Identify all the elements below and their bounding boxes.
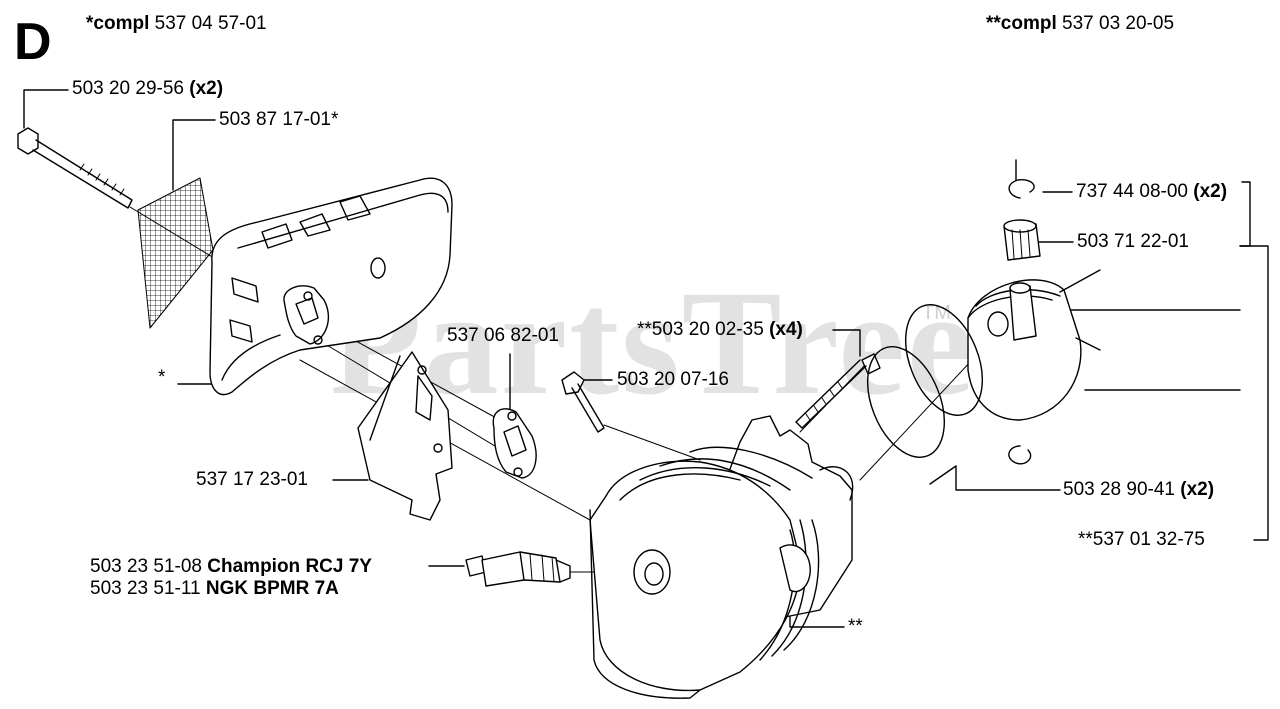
callout-spark-plug-ngk[interactable]: 503 23 51-11 NGK BPMR 7A bbox=[90, 578, 339, 600]
part-number: **537 01 32-75 bbox=[1078, 529, 1205, 550]
stud-illustration bbox=[796, 354, 880, 428]
callout-stud[interactable]: **503 20 02-35 (x4) bbox=[637, 319, 803, 341]
callout-screen[interactable]: 503 87 17-01* bbox=[219, 109, 338, 131]
part-brand: NGK BPMR 7A bbox=[205, 578, 339, 599]
muffler-illustration bbox=[210, 178, 452, 394]
cylinder-illustration bbox=[590, 416, 853, 698]
screen-mesh-illustration bbox=[138, 178, 213, 328]
callout-piston-kit[interactable]: **537 01 32-75 bbox=[1078, 529, 1205, 551]
part-number: 537 17 23-01 bbox=[196, 469, 308, 490]
circlip-illustration bbox=[1009, 180, 1034, 464]
part-number: 503 87 17-01* bbox=[219, 109, 339, 130]
piston-illustration bbox=[968, 270, 1100, 420]
callout-bolt[interactable]: 503 20 29-56 (x2) bbox=[72, 78, 223, 100]
gasket-illustration bbox=[493, 409, 536, 478]
kit-right-header: **compl 537 03 20-05 bbox=[986, 13, 1174, 35]
part-brand: Champion RCJ 7Y bbox=[207, 556, 372, 577]
part-quantity: (x2) bbox=[1180, 479, 1215, 500]
screw-illustration bbox=[562, 372, 604, 432]
callout-spark-plug-champion[interactable]: 503 23 51-08 Champion RCJ 7Y bbox=[90, 556, 372, 578]
callout-gasket[interactable]: 537 06 82-01 bbox=[447, 325, 559, 347]
part-number: 503 71 22-01 bbox=[1077, 231, 1189, 252]
part-quantity: (x2) bbox=[189, 78, 224, 99]
part-number: 503 23 51-11 bbox=[90, 578, 201, 599]
part-number: 537 06 82-01 bbox=[447, 325, 559, 346]
part-number: * bbox=[158, 367, 166, 388]
callout-bearing[interactable]: 503 71 22-01 bbox=[1077, 231, 1189, 253]
part-number: 737 44 08-00 bbox=[1076, 181, 1188, 202]
part-number: 503 23 51-08 bbox=[90, 556, 202, 577]
part-number: **503 20 02-35 bbox=[637, 319, 764, 340]
part-number: ** bbox=[848, 616, 863, 637]
kit-left-header: *compl 537 04 57-01 bbox=[86, 13, 267, 35]
part-number: 503 28 90-41 bbox=[1063, 479, 1175, 500]
piston-pin-illustration bbox=[1010, 283, 1036, 340]
callout-circlip[interactable]: 737 44 08-00 (x2) bbox=[1076, 181, 1227, 203]
piston-rings-illustration bbox=[853, 293, 998, 468]
bolt-illustration bbox=[18, 128, 132, 208]
part-number: 503 20 07-16 bbox=[617, 369, 729, 390]
callout-cylinder[interactable]: ** bbox=[848, 616, 863, 638]
kit-right-prefix: **compl bbox=[986, 13, 1057, 34]
plate-illustration bbox=[358, 352, 452, 520]
callout-rings[interactable]: 503 28 90-41 (x2) bbox=[1063, 479, 1214, 501]
part-number: 503 20 29-56 bbox=[72, 78, 184, 99]
callout-screw[interactable]: 503 20 07-16 bbox=[617, 369, 729, 391]
part-quantity: (x2) bbox=[1193, 181, 1228, 202]
callout-muffler[interactable]: * bbox=[158, 367, 165, 389]
section-letter: D bbox=[14, 13, 52, 71]
spark-plug-illustration bbox=[466, 552, 570, 586]
kit-left-prefix: *compl bbox=[86, 13, 150, 34]
needle-bearing-illustration bbox=[1004, 220, 1040, 260]
callout-plate[interactable]: 537 17 23-01 bbox=[196, 469, 308, 491]
part-quantity: (x4) bbox=[769, 319, 803, 340]
kit-right-number[interactable]: 537 03 20-05 bbox=[1062, 13, 1175, 34]
kit-left-number[interactable]: 537 04 57-01 bbox=[154, 13, 267, 34]
